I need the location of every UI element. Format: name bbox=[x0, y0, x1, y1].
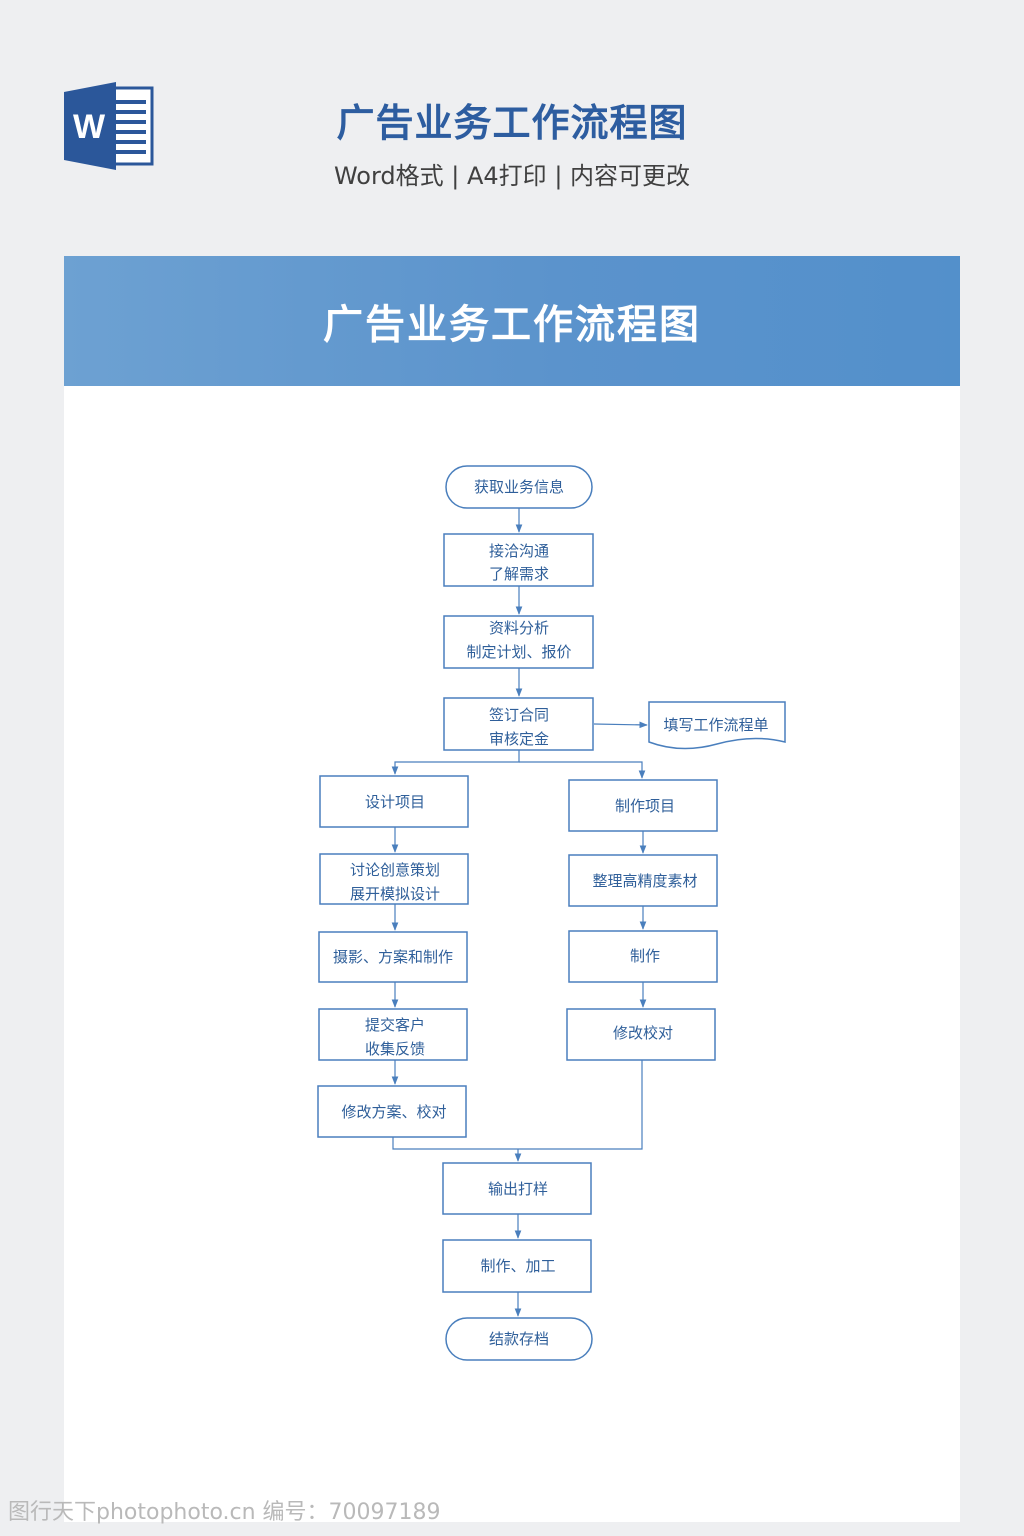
watermark: 图行天下photophoto.cn 编号：70097189 bbox=[8, 1500, 441, 1525]
node-design-creative-line1: 讨论创意策划 bbox=[350, 861, 440, 879]
node-contact-line2: 了解需求 bbox=[489, 565, 549, 583]
connectors bbox=[391, 508, 648, 1317]
node-processing-label: 制作、加工 bbox=[480, 1257, 555, 1275]
node-production-project: 制作项目 bbox=[568, 779, 718, 832]
node-production-project-label: 制作项目 bbox=[615, 797, 675, 815]
node-production-make: 制作 bbox=[568, 930, 718, 983]
node-design-submit: 提交客户 收集反馈 bbox=[318, 1008, 468, 1061]
banner-title: 广告业务工作流程图 bbox=[323, 302, 701, 348]
node-start-label: 获取业务信息 bbox=[474, 478, 564, 496]
node-design-photo: 摄影、方案和制作 bbox=[318, 931, 468, 983]
word-doc-icon: W bbox=[64, 82, 154, 170]
flowchart: 获取业务信息 接洽沟通 了解需求 资料分析 制定计划、报价 签订合同 审核定金 … bbox=[317, 465, 786, 1361]
page-title: 广告业务工作流程图 bbox=[336, 101, 688, 145]
node-start: 获取业务信息 bbox=[445, 465, 593, 509]
node-design-creative: 讨论创意策划 展开模拟设计 bbox=[319, 853, 469, 905]
node-design-photo-label: 摄影、方案和制作 bbox=[333, 948, 453, 966]
word-logo-letter: W bbox=[73, 108, 106, 146]
page-subtitle: Word格式 | A4打印 | 内容可更改 bbox=[333, 162, 691, 190]
document-banner: 广告业务工作流程图 bbox=[64, 256, 960, 386]
node-design-submit-line2: 收集反馈 bbox=[365, 1040, 425, 1058]
node-workflow-form: 填写工作流程单 bbox=[648, 701, 786, 750]
node-design-creative-line2: 展开模拟设计 bbox=[350, 885, 440, 903]
node-output-proof: 输出打样 bbox=[442, 1162, 592, 1215]
node-production-make-label: 制作 bbox=[630, 947, 660, 965]
node-production-revise: 修改校对 bbox=[566, 1008, 716, 1061]
node-production-material-label: 整理高精度素材 bbox=[592, 872, 697, 890]
node-design-submit-line1: 提交客户 bbox=[365, 1016, 425, 1034]
document-page: 广告业务工作流程图 bbox=[64, 256, 960, 1522]
node-workflow-form-label: 填写工作流程单 bbox=[663, 716, 768, 734]
node-production-material: 整理高精度素材 bbox=[568, 854, 718, 907]
node-end: 结款存档 bbox=[445, 1317, 593, 1361]
node-production-revise-label: 修改校对 bbox=[613, 1024, 673, 1042]
node-design-project-label: 设计项目 bbox=[365, 793, 425, 811]
node-contact: 接洽沟通 了解需求 bbox=[443, 533, 594, 587]
node-contract-line1: 签订合同 bbox=[489, 706, 549, 724]
node-processing: 制作、加工 bbox=[442, 1239, 592, 1293]
node-design-revise-label: 修改方案、校对 bbox=[341, 1103, 446, 1121]
node-design-revise: 修改方案、校对 bbox=[317, 1085, 467, 1138]
node-design-project: 设计项目 bbox=[319, 775, 469, 828]
node-analysis: 资料分析 制定计划、报价 bbox=[443, 615, 594, 669]
node-analysis-line1: 资料分析 bbox=[489, 619, 549, 637]
node-output-proof-label: 输出打样 bbox=[488, 1180, 548, 1198]
node-contract: 签订合同 审核定金 bbox=[443, 697, 594, 751]
node-contact-line1: 接洽沟通 bbox=[489, 542, 549, 560]
node-contract-line2: 审核定金 bbox=[489, 730, 549, 748]
node-analysis-line2: 制定计划、报价 bbox=[466, 643, 571, 661]
node-end-label: 结款存档 bbox=[489, 1330, 549, 1348]
